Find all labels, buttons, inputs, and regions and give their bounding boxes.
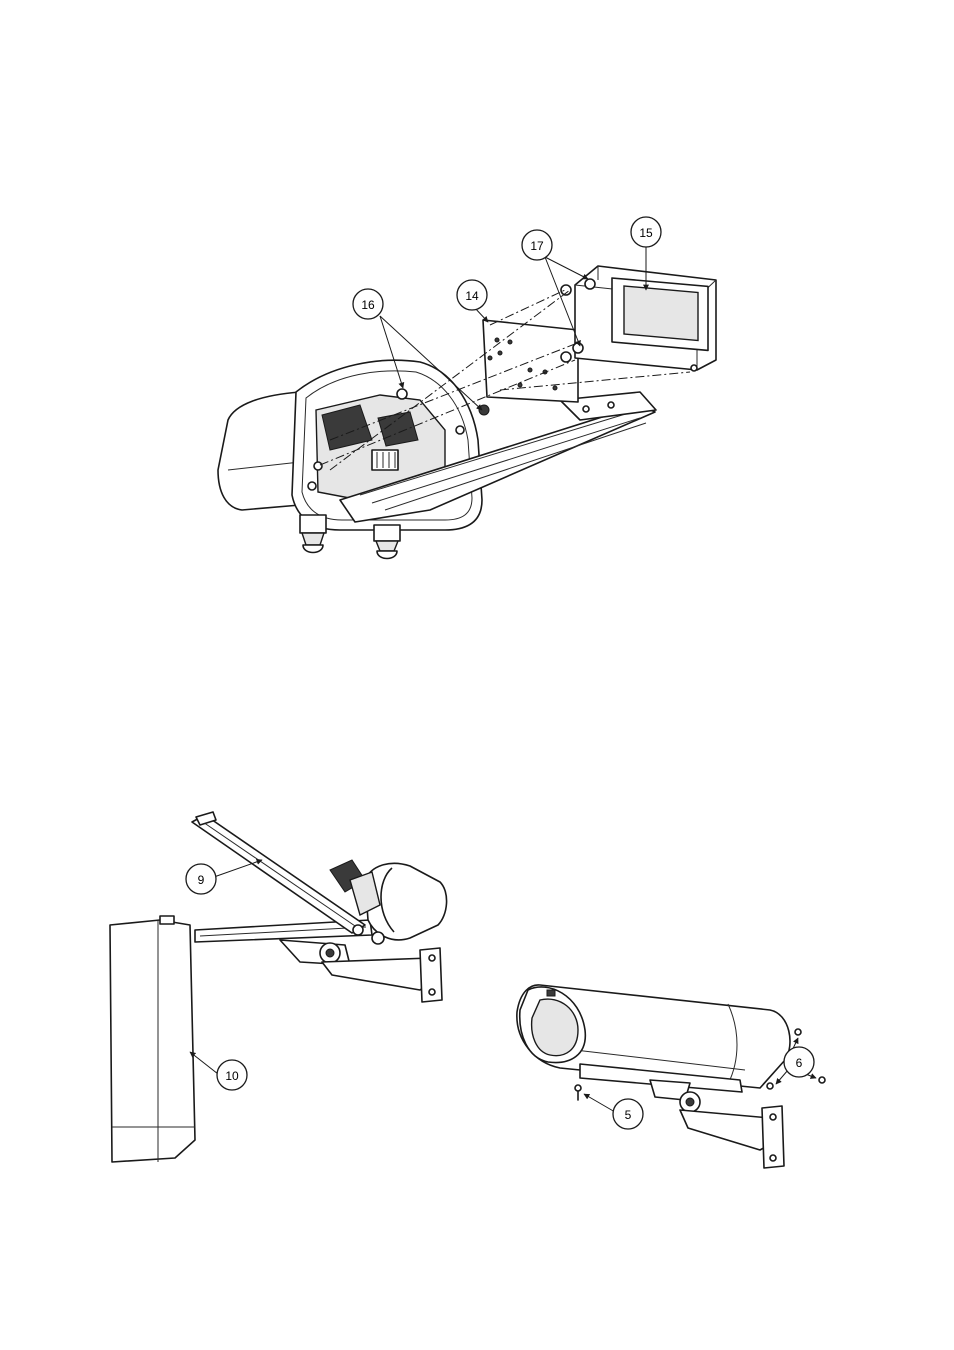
callout-10-label: 10 [225,1069,239,1083]
callout-14-label: 14 [465,289,479,303]
callout-17-label: 17 [530,239,544,253]
callout-10: 10 [216,1059,248,1091]
screw-6c [766,1082,774,1090]
callout-5: 5 [612,1098,644,1130]
callout-6: 6 [783,1046,815,1078]
callout-17: 17 [521,229,553,261]
callout-9: 9 [185,863,217,895]
callout-16-label: 16 [361,298,375,312]
screw-6b [818,1076,826,1084]
housing-base [579,1063,743,1093]
housing-body [109,919,196,1163]
top-assembly-drawing: 16 14 17 15 [217,216,717,560]
callout-5-label: 5 [625,1108,632,1122]
callout-15: 15 [630,216,662,248]
cable-gland-right [373,524,401,560]
power-supply-box [560,265,717,372]
screw-6a [794,1028,802,1036]
bottom-left-assembly-drawing: 9 10 [109,811,448,1163]
callout-6-label: 6 [796,1056,803,1070]
wall-plate [419,947,443,1003]
wall-plate-right [761,1105,785,1169]
callout-14: 14 [456,279,488,311]
callout-9-label: 9 [198,873,205,887]
screw-5 [574,1084,582,1092]
mounting-plate [482,319,579,403]
front-window [530,998,579,1057]
callout-15-label: 15 [639,226,653,240]
cable-gland-left [299,514,327,554]
bottom-right-assembly-drawing: 5 6 [516,984,826,1169]
callout-16: 16 [352,288,384,320]
terminal-block [371,449,399,471]
